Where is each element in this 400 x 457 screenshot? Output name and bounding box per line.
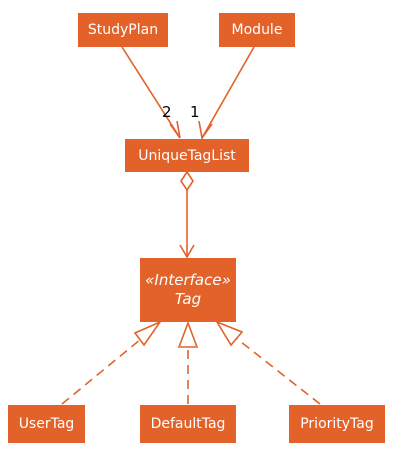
edge-prioritytag-tag [215, 320, 321, 405]
class-usertag: UserTag [8, 405, 85, 443]
aggregation-diamond [180, 170, 194, 192]
interface-stereotype: «Interface» [145, 271, 231, 289]
multiplicity-module: 1 [190, 103, 200, 121]
class-uniquetaglist: UniqueTagList [125, 139, 249, 172]
edge-uniquetaglist-tag [179, 170, 195, 259]
interface-name: Tag [174, 290, 202, 308]
class-module: Module [219, 13, 295, 47]
edge-defaulttag-tag [177, 320, 199, 404]
interface-tag: «Interface» Tag [140, 258, 236, 322]
realization-arrowhead [215, 320, 244, 347]
edge-studyplan-uniquetaglist [121, 46, 181, 139]
edge-module-uniquetaglist [198, 46, 255, 141]
realization-arrowhead [133, 320, 163, 347]
edge-usertag-tag [61, 320, 163, 405]
multiplicity-studyplan: 2 [162, 103, 172, 121]
class-defaulttag: DefaultTag [140, 405, 236, 443]
class-studyplan: StudyPlan [78, 13, 168, 47]
realization-arrowhead [177, 320, 199, 348]
class-prioritytag: PriorityTag [289, 405, 385, 443]
